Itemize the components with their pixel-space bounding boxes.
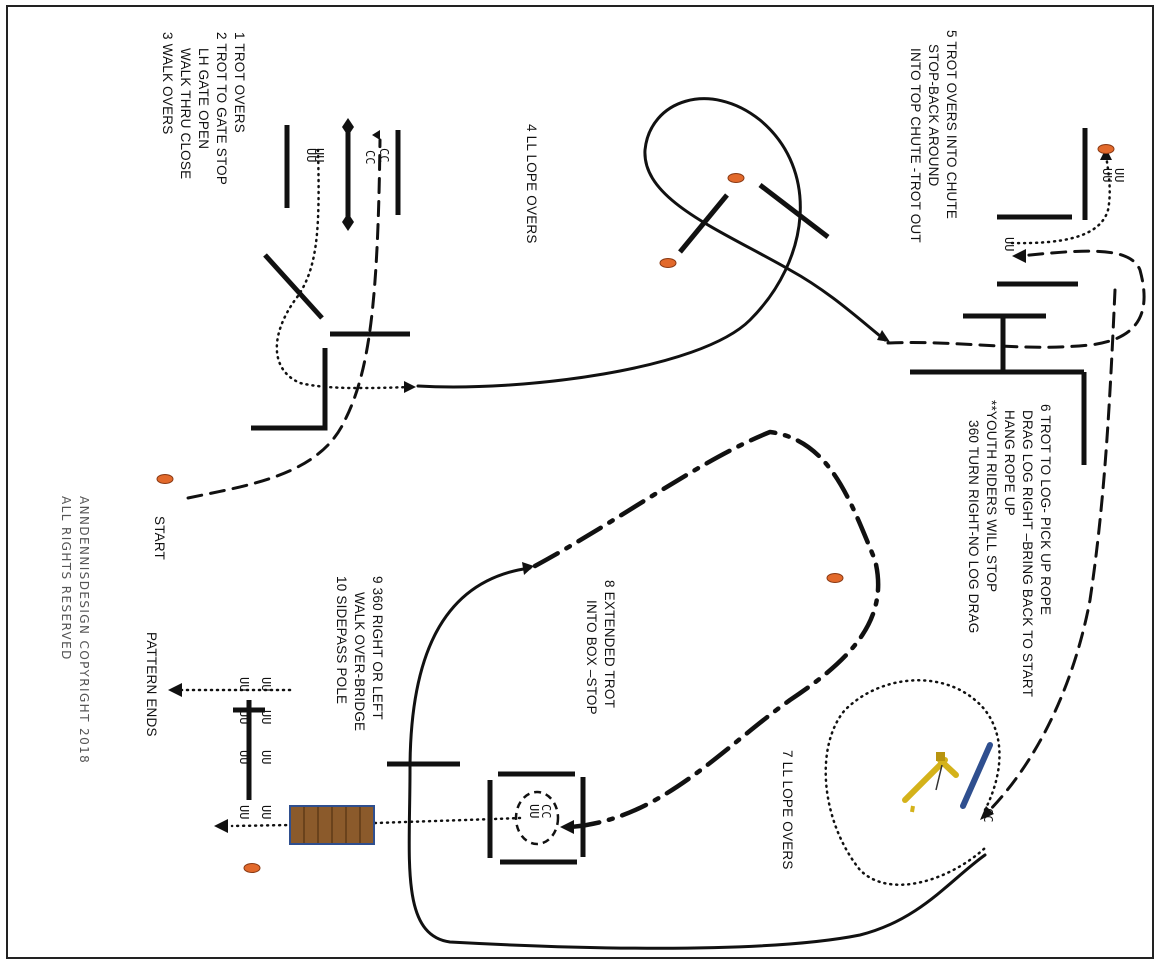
gate-hinge-top (342, 118, 354, 136)
gate-latch-arrow (372, 130, 380, 140)
step-1: 1 TROT OVERS (232, 32, 247, 133)
step-7: 7 LL LOPE OVERS (780, 750, 795, 870)
mark-cc-gate-1: CC (377, 148, 391, 162)
path-trot-out-top-chute (1010, 153, 1111, 245)
mark-uu-trot-2: UU (304, 148, 318, 162)
step-5-trot-out: INTO TOP CHUTE -TROT OUT (908, 48, 923, 243)
step-10: 10 SIDEPASS POLE (334, 576, 349, 704)
mark-uu-bridge-2: UU (237, 805, 251, 819)
cone-trot (826, 573, 844, 583)
mark-uu-trot-1: UU (312, 148, 326, 162)
path-chute-around (886, 249, 1146, 349)
mark-uu-sidepass-1: UU (259, 677, 273, 691)
arrow-lope-7 (522, 562, 534, 575)
gate-corner (251, 348, 328, 431)
mark-uu-sidepass-2: UU (237, 677, 251, 691)
rope-hanger-icon (902, 752, 959, 813)
cone-chute (1097, 144, 1115, 154)
arrow-bridge-exit (214, 819, 228, 833)
arrow-pattern-ends (168, 683, 182, 697)
start-label: START (152, 516, 167, 560)
step-6-drag: DRAG LOG RIGHT –BRING BACK TO START (1020, 410, 1035, 697)
box-circle (514, 790, 560, 846)
path-log-drag (824, 679, 1001, 886)
path-extended-trot (532, 429, 881, 830)
steps-9-10: 9 360 RIGHT OR LEFT WALK OVER-BRIDGE 10 … (334, 576, 385, 731)
step-8: 8 EXTENDED TROT (602, 580, 617, 708)
cone-sidepass (243, 863, 261, 873)
mark-uu-chute-2: UU (1100, 168, 1114, 182)
step-6-block: 6 TROT TO LOG- PICK UP ROPE DRAG LOG RIG… (966, 400, 1053, 697)
copyright-line-2: ALL RIGHTS RESERVED (59, 496, 73, 661)
lope-over-pole-b (758, 183, 830, 239)
arrow-walk-through-gate (404, 381, 416, 393)
diagram-border (6, 5, 1154, 959)
path-over-bridge (230, 816, 522, 828)
mark-uu-box: UU (527, 804, 541, 818)
step-6: 6 TROT TO LOG- PICK UP ROPE (1038, 404, 1053, 615)
path-to-log (983, 288, 1117, 817)
copyright-line-1: ANNDENNISDESIGN COPYRIGHT 2018 (77, 496, 91, 764)
cone-start (156, 474, 174, 484)
lope-over-pole-a (678, 193, 729, 254)
cone-lope-b (659, 258, 677, 268)
step-5-back: STOP-BACK AROUND (926, 44, 941, 187)
arrow-into-box (560, 820, 574, 834)
walk-over-diagonal (263, 253, 324, 320)
path-walk-through-gate (275, 148, 416, 390)
step-3: 3 WALK OVERS (160, 32, 175, 134)
mark-cc-gate-2: CC (363, 150, 377, 164)
cone-lope-a (727, 173, 745, 183)
step-5: 5 TROT OVERS INTO CHUTE (944, 30, 959, 219)
step-6-turn: 360 TURN RIGHT-NO LOG DRAG (966, 420, 981, 634)
mark-uu-sidepass-4: UU (237, 710, 251, 724)
arrow-into-chute (877, 330, 890, 342)
step-9: 9 360 RIGHT OR LEFT (370, 576, 385, 720)
pattern-ends-label: PATTERN ENDS (144, 632, 159, 737)
step-8-box: INTO BOX –STOP (584, 600, 599, 715)
mark-cc-log: CC (981, 808, 995, 822)
arrow-to-log (980, 806, 994, 820)
mark-uu-chute-1: UU (1112, 168, 1126, 182)
step-4: 4 LL LOPE OVERS (524, 124, 539, 244)
path-lope-overs-7 (407, 566, 987, 950)
mark-uu-chute-3: UU (1002, 237, 1016, 251)
step-2: 2 TROT TO GATE STOP (214, 32, 229, 185)
step-6-hang: HANG ROPE UP (1002, 410, 1017, 516)
step-6-youth: **YOUTH RIDERS WILL STOP (984, 400, 999, 592)
mark-uu-bridge-1: UU (259, 805, 273, 819)
mark-uu-sidepass-6: UU (237, 750, 251, 764)
step-2-gate-open: LH GATE OPEN (196, 48, 211, 149)
step-9-bridge: WALK OVER-BRIDGE (352, 592, 367, 731)
gate-hinge-bottom (342, 213, 354, 231)
log-pole (960, 742, 993, 809)
path-start-to-gate (186, 138, 382, 500)
step-2-walk-through: WALK THRU CLOSE (178, 48, 193, 179)
bridge-icon (289, 805, 375, 845)
step-5-block: 5 TROT OVERS INTO CHUTE STOP-BACK AROUND… (908, 30, 959, 243)
step-8-block: 8 EXTENDED TROT INTO BOX –STOP (584, 580, 617, 715)
path-lope-to-chute (416, 97, 887, 389)
mark-uu-sidepass-5: UU (259, 750, 273, 764)
mark-cc-box: CC (539, 804, 553, 818)
mark-uu-sidepass-3: UU (259, 710, 273, 724)
steps-1-3: 1 TROT OVERS 2 TROT TO GATE STOP LH GATE… (160, 32, 247, 185)
arrow-back-into-chute (1012, 249, 1026, 263)
